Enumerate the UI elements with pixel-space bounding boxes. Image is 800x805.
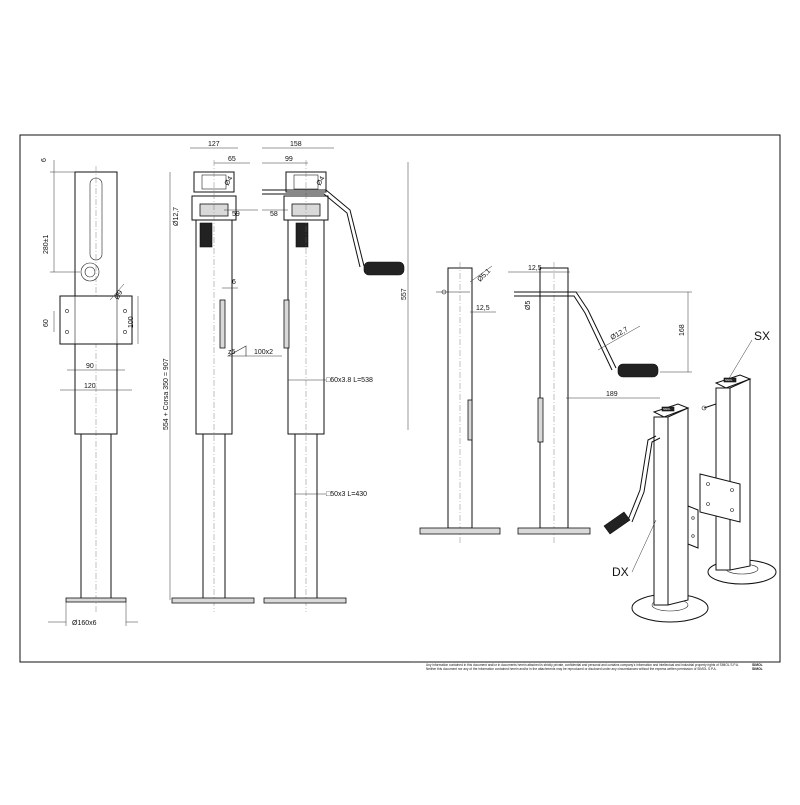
dim-12-5a: 12,5: [476, 305, 490, 312]
inner-tube: [80, 433, 112, 600]
compact-crank-handle: [617, 363, 659, 378]
footer-line-1: Any information contained in this docume…: [426, 663, 739, 667]
dim-189: 189: [606, 391, 618, 398]
label-dx: DX: [612, 565, 629, 579]
iso-dx-brand: SIMOL: [663, 408, 671, 411]
dim-12-5b: 12,5: [528, 265, 542, 272]
view-iso-sx: SIMOL SX: [699, 329, 777, 585]
dim-99: 99: [285, 156, 293, 163]
crank-handle: [363, 261, 405, 276]
footer-line-2: Neither this document nor any of the inf…: [426, 667, 717, 671]
foot-plate: [65, 597, 127, 603]
compact-crank-arm: [514, 291, 617, 369]
compact-foot-b: [517, 527, 591, 535]
view-iso-dx: SIMOL DX: [603, 403, 709, 623]
dim-158: 158: [290, 141, 302, 148]
dim-50x3: □50x3 L=430: [326, 491, 367, 498]
dim-90: 90: [86, 363, 94, 370]
footer-brand-2: SIMOL: [752, 667, 763, 671]
crank-arm: [262, 189, 365, 267]
dim-65: 65: [228, 156, 236, 163]
dim-100x2: 100x2: [254, 349, 273, 356]
dim-5-1: Ø5,1: [476, 268, 492, 284]
dim-4a: Ø4: [224, 175, 235, 187]
dim-6b: 6: [232, 279, 236, 286]
dim-554: 554 + Corsa 350 = 907: [163, 358, 170, 430]
dim-59: 59: [232, 211, 240, 218]
sheet-frame: [19, 134, 781, 663]
dim-100: 100: [128, 316, 135, 328]
footer-notice: Any information contained in this docume…: [426, 663, 763, 671]
view-side: 6 280±1 60 100 Ø9 90 120 Ø160x6: [41, 158, 139, 627]
iso-dx-handle: [603, 511, 631, 535]
iso-dx-tube: [653, 416, 669, 606]
bolt-hole: [80, 262, 100, 282]
dim-5: Ø5: [525, 301, 532, 310]
dim-160: Ø160x6: [72, 620, 97, 627]
dim-60x38: □60x3.8 L=538: [326, 377, 373, 384]
dim-z5: z5: [228, 349, 236, 356]
view-compact-crank: 12,5 Ø5 Ø12,7 168 189: [508, 262, 692, 545]
dim-12-7: Ø12,7: [173, 207, 180, 226]
front-side-plate: [219, 299, 226, 349]
iso-dx-plate: [687, 505, 699, 549]
iso-sx-brand: SIMOL: [725, 379, 733, 382]
crank-slot: [89, 177, 103, 261]
footer-brand-1: SIMOL: [752, 663, 763, 667]
dim-4b: Ø4: [316, 175, 327, 187]
dim-557: 557: [401, 288, 408, 300]
iso-dx-crank: [627, 435, 657, 521]
compact-foot-a: [419, 527, 501, 535]
mounting-plate: [59, 295, 133, 345]
dim-9: Ø9: [114, 289, 125, 301]
view-compact-side: 557 Ø5,1 12,5: [401, 162, 501, 545]
view-front: 554 + Corsa 350 = 907 127 65 Ø4 Ø12,7 59…: [163, 141, 282, 612]
dim-6: 6: [41, 158, 48, 162]
dim-58: 58: [270, 211, 278, 218]
spindle-block: [199, 222, 213, 248]
dim-60: 60: [43, 319, 50, 327]
view-front-crank: 158 99 Ø4 58 □60x3.8 L=538 □50x3 L=430: [262, 141, 405, 612]
dim-120: 120: [84, 383, 96, 390]
dim-280: 280±1: [43, 234, 50, 254]
label-sx: SX: [754, 329, 770, 343]
iso-sx-plate: [699, 473, 741, 523]
dim-168: 168: [679, 324, 686, 336]
dim-127: 127: [208, 141, 220, 148]
